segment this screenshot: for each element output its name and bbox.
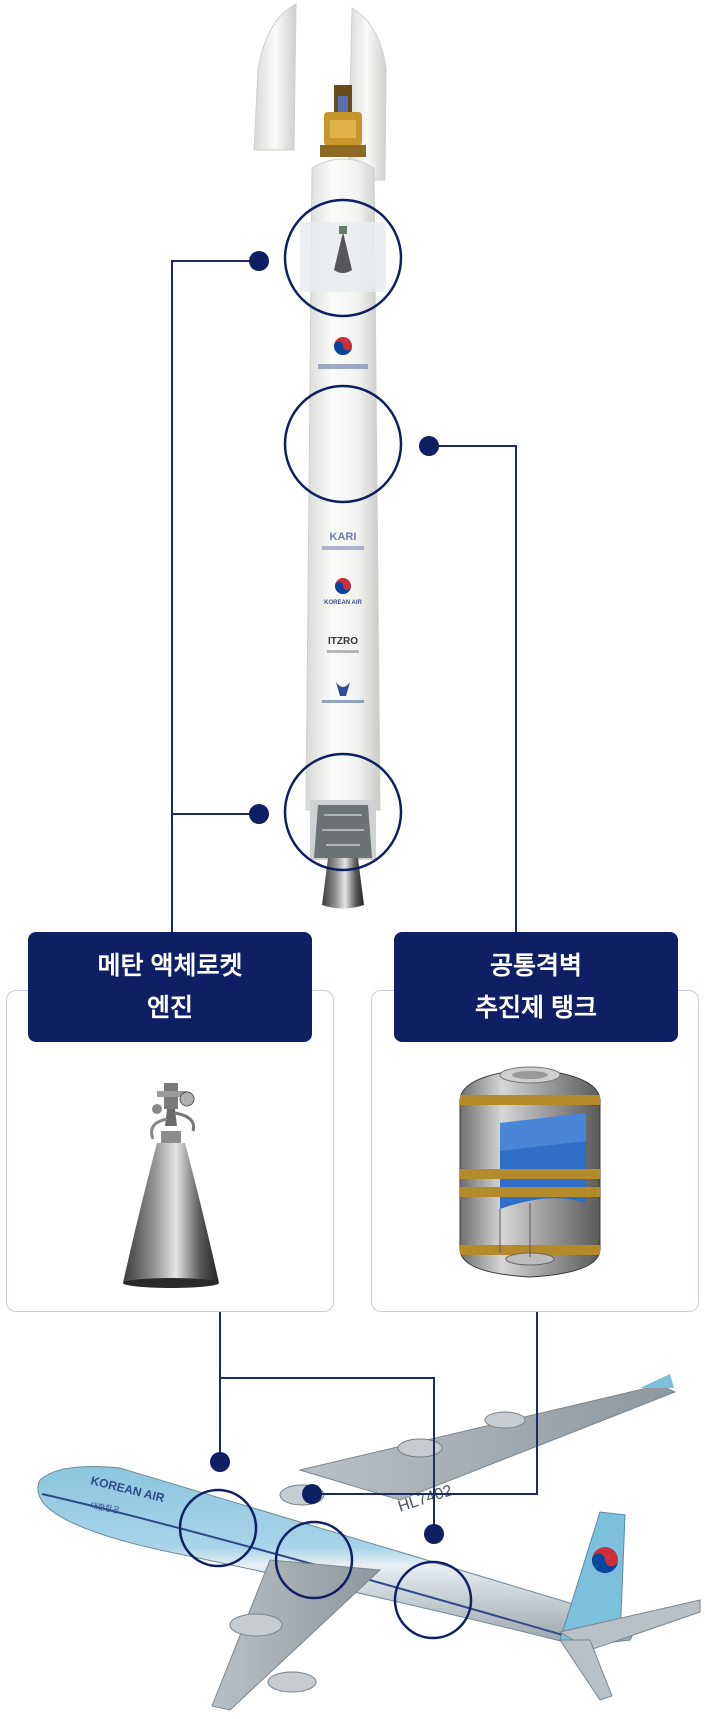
fairing-left [253,3,297,151]
tank-card [371,990,699,1312]
tank-label-line1: 공통격벽 [489,952,582,980]
connector-lines-top [171,260,517,932]
rocket-body [305,158,381,811]
rocket-logo-korean-air: KOREAN AIR [324,600,362,606]
connector-dot [419,436,439,456]
highlight-tank [283,384,403,504]
highlight-upper-engine [283,198,403,318]
tank-label: 공통격벽 추진제 탱크 [394,932,678,1042]
rocket-logo-kari: KARI [330,531,357,543]
upper-stage-engine [334,232,352,273]
engine-label: 메탄 액체로켓 엔진 [28,932,312,1042]
connector-dot [249,251,269,271]
tank-label-line2: 추진제 탱크 [475,994,597,1022]
first-stage-nozzle [322,858,364,909]
propellant-tank-icon [459,1066,601,1278]
engine-label-line2: 엔진 [146,994,193,1022]
engine-card [6,990,334,1312]
highlight-first-stage-engine [283,752,403,872]
rocket-icon: KARI KOREAN AIR ITZRO [253,3,387,909]
taegeuk-logo-icon [334,337,352,355]
engine-label-line1: 메탄 액체로켓 [97,952,243,980]
satellite-payload [320,85,366,157]
connector-dot [249,804,269,824]
engine-nozzle-icon [123,1083,219,1288]
korean-air-logo [335,578,351,594]
rocket-logo-itzro: ITZRO [328,636,358,647]
